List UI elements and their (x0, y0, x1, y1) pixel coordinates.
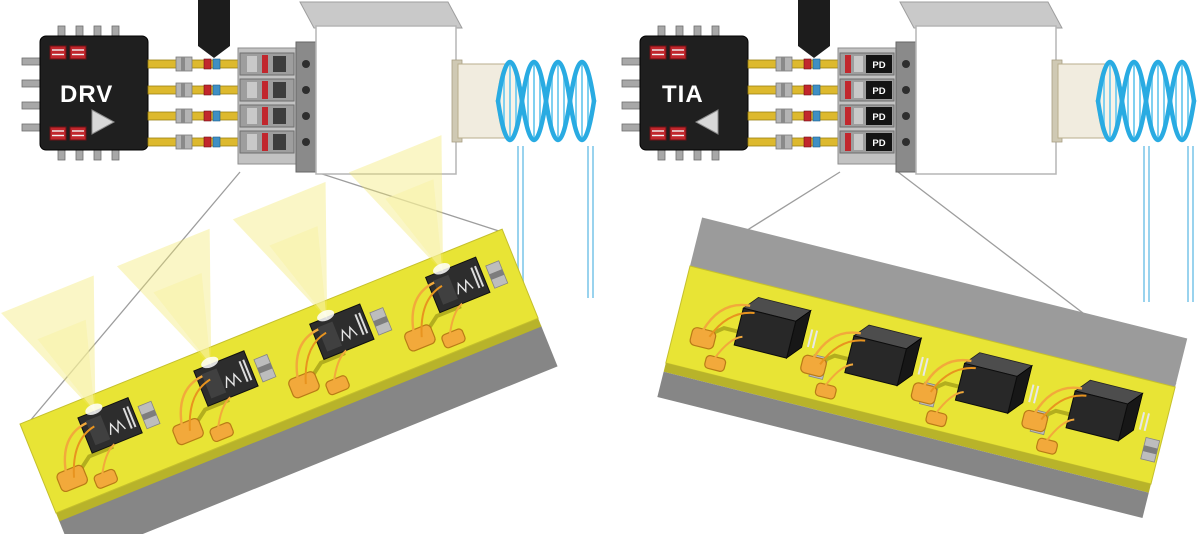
laser-module (239, 104, 295, 128)
fiber-ferrule (451, 59, 523, 143)
channel-trace (147, 56, 239, 72)
resistor-array (669, 45, 687, 60)
lens-aperture (902, 138, 910, 146)
tia-chip: TIA (621, 25, 749, 161)
resistor-array (49, 45, 67, 60)
photodiode-module (839, 52, 895, 76)
photodiode-module (839, 104, 895, 128)
receiver-assembly: TIA PD PD PD PD (621, 0, 1194, 302)
board-edge (663, 363, 1151, 493)
fiber-guides (1143, 146, 1194, 302)
signal-direction-arrow-left (694, 109, 719, 135)
lens-aperture (302, 60, 310, 68)
lens-aperture (302, 112, 310, 120)
mount-back (690, 217, 1188, 387)
drv-chip-label: DRV (60, 81, 113, 108)
resistor-array (649, 45, 667, 60)
resistor-array (69, 45, 87, 60)
housing-top-cover (299, 1, 463, 29)
optical-coupling-housing (915, 25, 1057, 175)
lens-aperture (902, 60, 910, 68)
resistor-array (649, 126, 667, 141)
resistor-array (69, 126, 87, 141)
laser-submount-board (19, 228, 539, 514)
transmitter-assembly: DRV (21, 0, 594, 298)
bias-component (198, 0, 230, 58)
lens-aperture (302, 86, 310, 94)
photodiode-module (839, 130, 895, 154)
pd-submount-zoom (657, 217, 1188, 518)
laser-module (239, 52, 295, 76)
drv-chip: DRV (21, 25, 149, 161)
fiber-guides (517, 146, 594, 298)
channel-trace (147, 108, 239, 124)
channel-trace (747, 108, 839, 124)
laser-module (239, 78, 295, 102)
tia-chip-label: TIA (662, 81, 704, 108)
laser-module (239, 130, 295, 154)
pd-label: PD (872, 86, 885, 97)
pd-label: PD (872, 112, 885, 123)
lens-aperture (302, 138, 310, 146)
signal-direction-arrow-right (91, 109, 116, 135)
resistor-array (49, 126, 67, 141)
submount-base (58, 325, 558, 534)
lens-aperture (902, 112, 910, 120)
bias-component (798, 0, 830, 58)
board-edge (55, 318, 542, 522)
channel-trace (147, 82, 239, 98)
channel-trace (747, 134, 839, 150)
zoom-callout-line (23, 171, 241, 429)
submount-base (657, 371, 1149, 518)
pd-label: PD (872, 60, 885, 71)
fiber-ferrule (1051, 59, 1123, 143)
photodiode-module (839, 78, 895, 102)
channel-trace (747, 82, 839, 98)
pd-label: PD (872, 138, 885, 149)
channel-trace (747, 56, 839, 72)
channel-trace (147, 134, 239, 150)
lens-aperture (902, 86, 910, 94)
housing-top-cover (899, 1, 1063, 29)
resistor-array (669, 126, 687, 141)
laser-submount-zoom (1, 135, 558, 534)
